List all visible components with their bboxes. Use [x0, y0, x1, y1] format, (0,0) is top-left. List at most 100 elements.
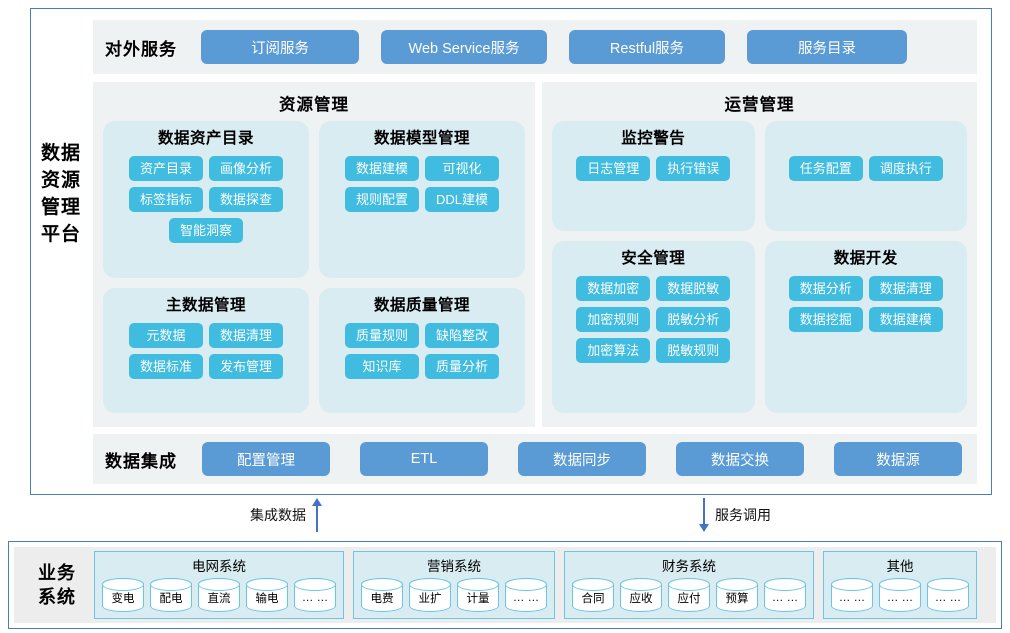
database-cylinder-icon[interactable]: 业扩 — [408, 577, 452, 612]
database-cylinder-icon[interactable]: 输电 — [245, 577, 289, 612]
module-chip-button[interactable]: 发布管理 — [209, 353, 283, 379]
module-chip-button[interactable]: 数据清理 — [209, 322, 283, 348]
database-label: … … — [838, 591, 866, 604]
database-label: … … — [886, 591, 914, 604]
module-chip-button[interactable]: 数据脱敏 — [656, 276, 731, 301]
module-chip-button[interactable]: 标签指标 — [129, 187, 203, 212]
module-card-title: 数据开发 — [833, 250, 898, 267]
module-chip-button[interactable]: 规则配置 — [345, 187, 419, 212]
section-operation-management: 运营管理监控警告日志管理执行错误·任务配置调度执行安全管理数据加密数据脱敏加密规… — [542, 82, 977, 427]
database-cylinder-icon[interactable]: … … — [830, 577, 874, 612]
database-cylinder-icon[interactable]: 应付 — [667, 577, 711, 612]
module-chip-button[interactable]: 质量分析 — [425, 353, 499, 379]
business-system-group-title: 财务系统 — [662, 559, 716, 574]
data-integration-button[interactable]: 配置管理 — [202, 442, 330, 476]
database-cylinder-icon[interactable]: 配电 — [149, 577, 193, 612]
connector-label: 服务调用 — [715, 507, 771, 523]
module-chip-list: 任务配置调度执行 — [773, 156, 960, 181]
database-cylinder-icon[interactable]: … … — [926, 577, 970, 612]
database-label: 输电 — [255, 592, 279, 605]
module-chip-button[interactable]: 画像分析 — [209, 156, 283, 181]
connector-label: 集成数据 — [250, 507, 306, 523]
module-chip-button[interactable]: 可视化 — [425, 156, 499, 181]
business-system-node-list: 合同应收应付预算 … … — [571, 577, 807, 612]
business-system-node-list: 变电 配电 直流 输电 … … — [101, 577, 337, 612]
module-chip-button[interactable]: 任务配置 — [788, 156, 863, 181]
business-system-group: 财务系统合同应收应付预算 … … — [564, 551, 814, 619]
external-service-button[interactable]: Web Service服务 — [381, 30, 547, 64]
module-chip-button[interactable]: 缺陷整改 — [425, 322, 499, 348]
module-chip-button[interactable]: 知识库 — [345, 353, 419, 379]
database-cylinder-icon[interactable]: … … — [504, 577, 548, 612]
external-service-button[interactable]: 服务目录 — [747, 30, 907, 64]
database-cylinder-icon[interactable]: 电费 — [360, 577, 404, 612]
module-chip-button[interactable]: 脱敏规则 — [656, 338, 731, 363]
data-integration-button[interactable]: 数据交换 — [676, 442, 804, 476]
module-chip-button[interactable]: 数据清理 — [868, 276, 943, 301]
database-cylinder-icon[interactable]: 应收 — [619, 577, 663, 612]
database-cylinder-icon[interactable]: … … — [293, 577, 337, 612]
data-integration-button[interactable]: 数据源 — [834, 442, 962, 476]
module-chip-button[interactable]: 加密算法 — [576, 338, 651, 363]
module-card: 数据资产目录资产目录画像分析标签指标数据探查智能洞察 — [103, 121, 309, 278]
module-card-title: 数据模型管理 — [373, 130, 470, 147]
database-label: 直流 — [207, 592, 231, 605]
database-cylinder-icon[interactable]: 直流 — [197, 577, 241, 612]
connector-integrate-data: 集成数据 — [250, 498, 323, 532]
platform-title-line: 平台 — [40, 224, 81, 245]
database-cylinder-icon[interactable]: 计量 — [456, 577, 500, 612]
module-chip-button[interactable]: 执行错误 — [656, 156, 731, 181]
database-label: … … — [301, 591, 329, 604]
platform-title-line: 数据 — [40, 143, 81, 164]
business-system-group: 其他… …… …… … — [823, 551, 977, 619]
section-title: 运营管理 — [724, 96, 795, 114]
external-service-button[interactable]: Restful服务 — [569, 30, 725, 64]
database-label: 变电 — [111, 592, 135, 605]
module-card: 主数据管理元数据数据清理数据标准发布管理 — [103, 287, 309, 413]
external-service-button[interactable]: 订阅服务 — [201, 30, 359, 64]
module-chip-button[interactable]: 脱敏分析 — [656, 307, 731, 332]
module-chip-button[interactable]: 元数据 — [129, 322, 203, 348]
module-chip-button[interactable]: 数据标准 — [129, 353, 203, 379]
business-systems-frame: 业务系统 电网系统变电配电直流输电… …营销系统电费业扩计量… …财务系统合同应… — [8, 541, 1002, 629]
platform-title-line: 管理 — [40, 197, 81, 218]
module-chip-button[interactable]: 数据建模 — [868, 307, 943, 332]
business-system-node-list: 电费 业扩 计量 … … — [360, 577, 548, 612]
database-label: 电费 — [370, 592, 394, 605]
module-card: 安全管理数据加密数据脱敏加密规则脱敏分析加密算法脱敏规则 — [552, 241, 755, 413]
section-card-grid: 数据资产目录资产目录画像分析标签指标数据探查智能洞察数据模型管理数据建模可视化规… — [103, 121, 525, 413]
module-chip-button[interactable]: 数据挖掘 — [788, 307, 863, 332]
database-label: 计量 — [466, 592, 490, 605]
module-chip-button[interactable]: 数据探查 — [209, 187, 283, 212]
database-cylinder-icon[interactable]: 合同 — [571, 577, 615, 612]
database-cylinder-icon[interactable]: 预算 — [715, 577, 759, 612]
module-card-title: 监控警告 — [621, 130, 686, 147]
database-label: … … — [771, 591, 799, 604]
module-chip-button[interactable]: 数据分析 — [788, 276, 863, 301]
module-chip-button[interactable]: 调度执行 — [868, 156, 943, 181]
module-chip-button[interactable]: 数据建模 — [345, 156, 419, 181]
database-cylinder-icon[interactable]: … … — [763, 577, 807, 612]
database-cylinder-icon[interactable]: … … — [878, 577, 922, 612]
database-cylinder-icon[interactable]: 变电 — [101, 577, 145, 612]
module-chip-button[interactable]: 智能洞察 — [169, 218, 243, 243]
business-systems-title-line: 业务 — [38, 563, 76, 583]
module-card-title: 数据质量管理 — [373, 296, 470, 314]
data-integration-button[interactable]: 数据同步 — [518, 442, 646, 476]
module-chip-button[interactable]: 数据加密 — [576, 276, 651, 301]
business-system-node-list: … … … … … … — [830, 577, 970, 612]
database-label: 业扩 — [418, 592, 442, 605]
database-label: 配电 — [159, 592, 183, 605]
module-chip-button[interactable]: 质量规则 — [345, 322, 419, 348]
platform-title: 数据资源管理平台 — [32, 140, 90, 248]
module-chip-button[interactable]: 加密规则 — [576, 307, 651, 332]
connector-arrows: 集成数据 服务调用 — [0, 498, 1010, 540]
module-chip-button[interactable]: DDL建模 — [425, 187, 499, 212]
data-integration-button[interactable]: ETL — [360, 442, 488, 476]
module-chip-button[interactable]: 资产目录 — [129, 156, 203, 181]
module-chip-button[interactable]: 日志管理 — [576, 156, 651, 181]
